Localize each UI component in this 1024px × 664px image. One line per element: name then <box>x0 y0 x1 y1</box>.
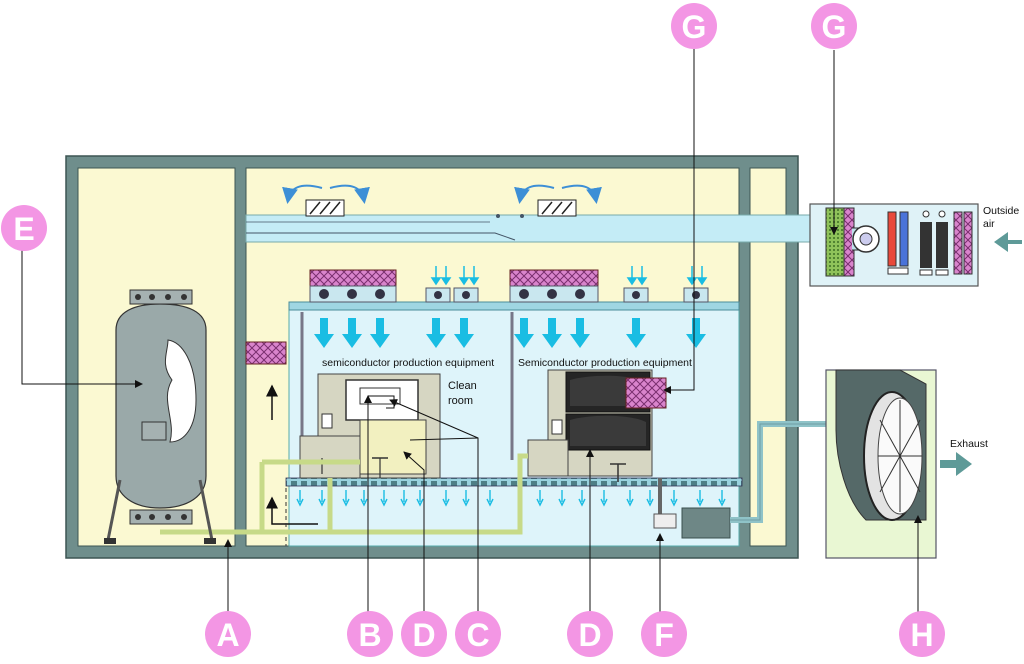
svg-text:E: E <box>13 211 34 247</box>
badge-b: B <box>347 611 393 657</box>
badge-f: F <box>641 611 687 657</box>
outdoor-air-handler <box>810 204 978 286</box>
exhaust-arrow-icon <box>940 452 972 476</box>
svg-text:G: G <box>822 9 847 45</box>
badge-c: C <box>455 611 501 657</box>
production-equipment-right <box>528 370 666 482</box>
svg-text:H: H <box>910 617 933 653</box>
teal-arrow-right-icon <box>994 232 1022 252</box>
svg-text:F: F <box>654 617 674 653</box>
ceiling-plenum <box>289 302 739 310</box>
ceiling-filter-bank-right <box>510 270 598 302</box>
outside-air-label-line2: air <box>983 218 995 230</box>
equipment-label-right: Semiconductor production equipment <box>518 357 692 369</box>
svg-text:D: D <box>578 617 601 653</box>
exhaust-label: Exhaust <box>950 438 988 450</box>
badge-g-right: G <box>811 3 857 49</box>
svg-text:A: A <box>216 617 239 653</box>
badge-d-right: D <box>567 611 613 657</box>
svg-text:B: B <box>358 617 381 653</box>
top-air-duct <box>246 215 816 242</box>
clean-room-label-line2: room <box>448 395 473 407</box>
centrifugal-blower-icon <box>852 226 879 252</box>
badge-h: H <box>899 611 945 657</box>
equipment-label-left: semiconductor production equipment <box>322 357 494 369</box>
badge-a: A <box>205 611 251 657</box>
ceiling-filter-bank-left <box>310 270 396 302</box>
supply-duct <box>246 214 816 242</box>
badge-g-left: G <box>671 3 717 49</box>
exhaust-fan-unit <box>826 370 936 558</box>
axial-fan-icon <box>864 392 922 520</box>
badge-d-left: D <box>401 611 447 657</box>
badge-e: E <box>1 205 47 251</box>
raised-floor-grating <box>286 478 742 486</box>
outside-air-label-line1: Outside <box>983 205 1019 217</box>
svg-text:G: G <box>682 9 707 45</box>
svg-text:D: D <box>412 617 435 653</box>
svg-text:C: C <box>466 617 489 653</box>
clean-room-label-line1: Clean <box>448 380 477 392</box>
